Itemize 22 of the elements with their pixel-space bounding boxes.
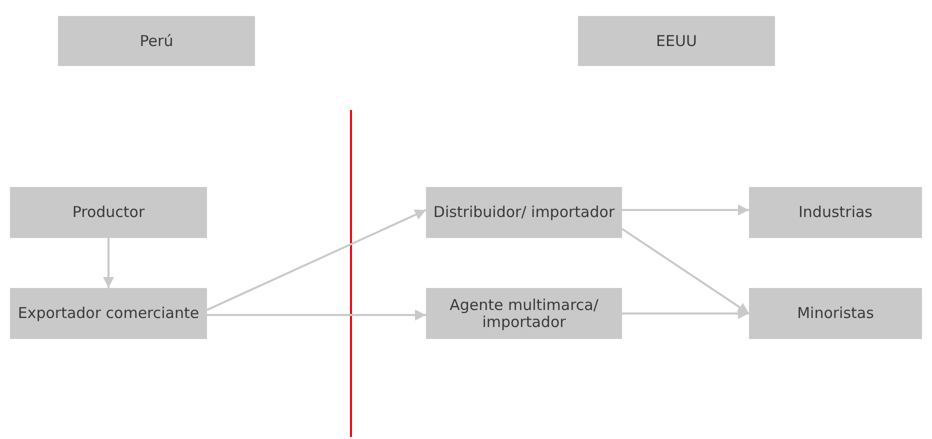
node-label: Exportador comerciante: [18, 305, 200, 322]
arrow: [103, 238, 114, 288]
process-box: [749, 288, 922, 339]
process-box: [10, 288, 207, 339]
node-label: Perú: [140, 32, 174, 50]
node-label: Minoristas: [797, 305, 874, 322]
node-label: Industrias: [798, 204, 872, 221]
arrow: [207, 310, 426, 321]
process-box: [10, 187, 207, 238]
region-header-box: [578, 16, 775, 66]
node-label: Productor: [72, 204, 145, 221]
node-label: EEUU: [656, 32, 697, 50]
process-box: [426, 187, 622, 238]
region-header-box: [58, 16, 255, 66]
arrow: [622, 308, 749, 319]
process-box: [749, 187, 922, 238]
node-label: Agente multimarca/ importador: [448, 297, 600, 330]
arrow: [621, 228, 750, 314]
process-box: [426, 288, 622, 339]
arrow: [622, 204, 749, 216]
arrow: [206, 209, 426, 311]
node-label: Distribuidor/ importador: [433, 204, 615, 221]
